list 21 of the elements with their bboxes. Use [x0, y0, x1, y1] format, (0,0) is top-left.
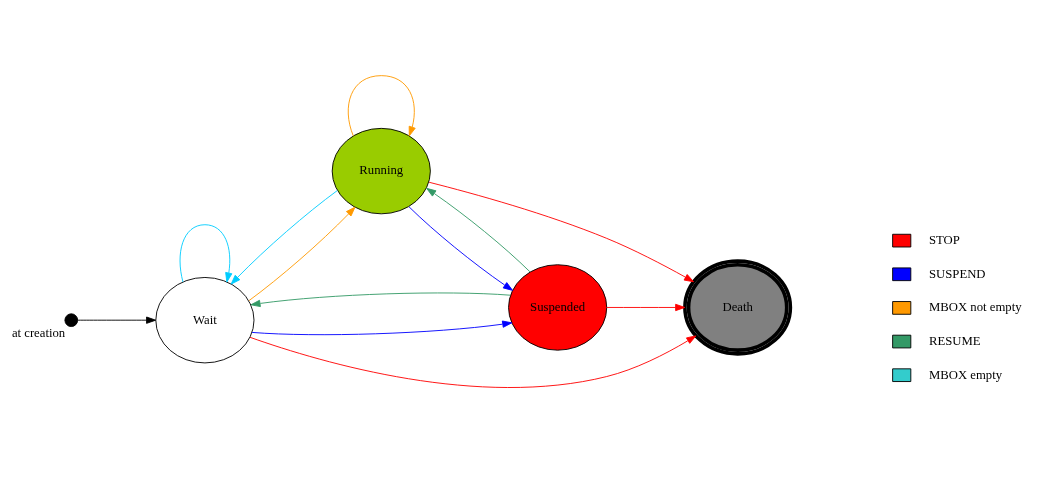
legend-label: RESUME [929, 333, 981, 348]
legend-label: SUSPEND [929, 266, 986, 281]
arrow [249, 335, 697, 388]
arrow [250, 292, 511, 308]
arrow [230, 190, 338, 285]
node-label: at creation [11, 325, 66, 340]
legend-label: MBOX not empty [929, 300, 1022, 315]
arrow [428, 181, 694, 283]
arrow [179, 224, 233, 283]
arrow [251, 320, 513, 336]
arrow [347, 75, 416, 137]
node-ellipse: Wait [155, 277, 255, 364]
node-ellipse: Suspended [508, 264, 608, 351]
arrow [426, 187, 531, 273]
legend-label: STOP [929, 233, 960, 247]
arrow [77, 316, 157, 324]
legend-label: MBOX empty [929, 367, 1003, 382]
arrow [606, 303, 686, 312]
arrow [408, 206, 513, 291]
arrow [248, 206, 356, 302]
node-circle [64, 313, 79, 327]
